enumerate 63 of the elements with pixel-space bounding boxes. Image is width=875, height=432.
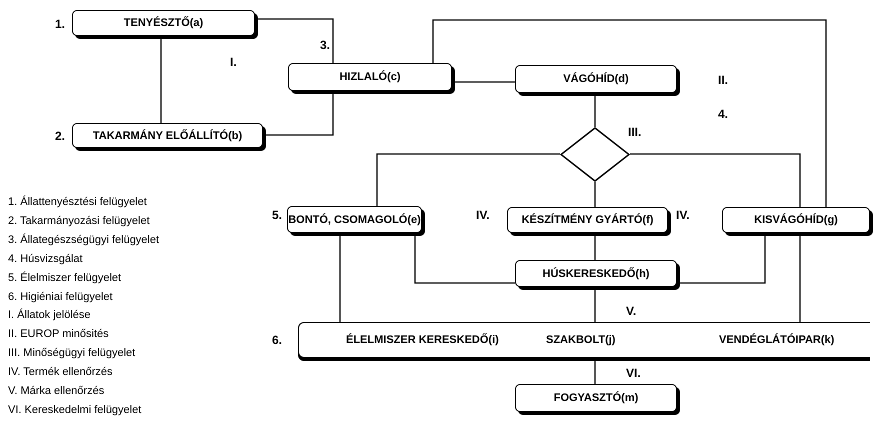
roman-numeral-label: 4.: [718, 107, 728, 121]
connector-line: [594, 287, 596, 322]
connector-line: [263, 91, 334, 136]
process-box: [722, 207, 870, 233]
box-label: TENYÉSZTŐ(a): [124, 17, 204, 29]
connector-line: [630, 153, 801, 207]
step-number: 1.: [55, 17, 66, 31]
box-label: VENDÉGLÁTÓIPAR(k): [719, 334, 834, 346]
connector-line: [255, 18, 334, 63]
legend-text: V. Márka ellenőrzés: [8, 385, 104, 397]
connector-line: [339, 233, 341, 322]
connector-line: [594, 182, 596, 207]
box-label: TAKARMÁNY ELŐÁLLÍTÓ(b): [92, 130, 242, 142]
roman-numeral-label: VI.: [626, 366, 641, 380]
roman-numeral-label: I.: [230, 55, 237, 69]
process-box: [515, 260, 677, 287]
box-label: SZAKBOLT(j): [546, 334, 616, 346]
legend-text: 3. Állategészségügyi felügyelet: [8, 234, 160, 246]
process-box: [515, 384, 677, 412]
step-number: 5.: [272, 208, 282, 222]
legend-text: 2. Takarmányozási felügyelet: [8, 214, 150, 227]
legend-text: I. Állatok jelölése: [8, 309, 91, 322]
connector-line: [799, 233, 801, 322]
legend-text: 5. Élelmiszer felügyelet: [8, 272, 122, 284]
legend-text: 6. Higiéniai felügyelet: [8, 290, 113, 302]
roman-numeral-label: II.: [718, 73, 728, 87]
process-box: [288, 63, 452, 91]
roman-numeral-label: III.: [628, 125, 642, 139]
roman-numeral-label: IV.: [476, 208, 490, 222]
process-box: [515, 65, 677, 93]
legend-text: II. EUROP minősités: [8, 328, 109, 340]
connector-line: [376, 153, 560, 206]
step-number: 3.: [320, 38, 330, 52]
process-box: [72, 10, 255, 36]
connector-line: [594, 93, 596, 127]
connector-line: [677, 233, 766, 284]
connector-line: [594, 233, 596, 260]
connector-line: [452, 81, 515, 83]
box-label: BONTÓ, CSOMAGOLÓ(e): [288, 214, 421, 226]
connector-line: [432, 19, 827, 207]
roman-numeral-label: IV.: [676, 208, 690, 222]
decision-diamond: [560, 127, 630, 182]
box-label: FOGYASZTÓ(m): [554, 392, 638, 404]
roman-numeral-label: V.: [626, 304, 636, 318]
legend-text: IV. Termék ellenőrzés: [8, 366, 113, 378]
band-box: [298, 322, 870, 358]
legend-text: 1. Állattenyésztési felügyelet: [8, 196, 147, 208]
connector-line: [160, 36, 162, 123]
box-label: ÉLELMISZER KERESKEDŐ(i): [346, 334, 499, 346]
step-number: 2.: [55, 129, 66, 143]
legend-text: III. Minőségügyi felügyelet: [8, 347, 136, 360]
box-label: HÚSKERESKEDŐ(h): [542, 268, 650, 280]
box-label: VÁGÓHÍD(d): [563, 73, 629, 85]
box-label: HIZLALÓ(c): [339, 71, 401, 83]
process-box: [287, 206, 422, 233]
box-label: KÉSZÍTMÉNY GYÁRTÓ(f): [522, 214, 654, 226]
process-box: [72, 123, 263, 148]
step-number: 6.: [272, 333, 282, 347]
process-box: [507, 207, 668, 233]
connector-line: [414, 233, 515, 284]
legend-text: 4. Húsvizsgálat: [8, 252, 83, 265]
box-label: KISVÁGÓHÍD(g): [754, 214, 838, 226]
legend-text: VI. Kereskedelmi felügyelet: [8, 404, 142, 416]
